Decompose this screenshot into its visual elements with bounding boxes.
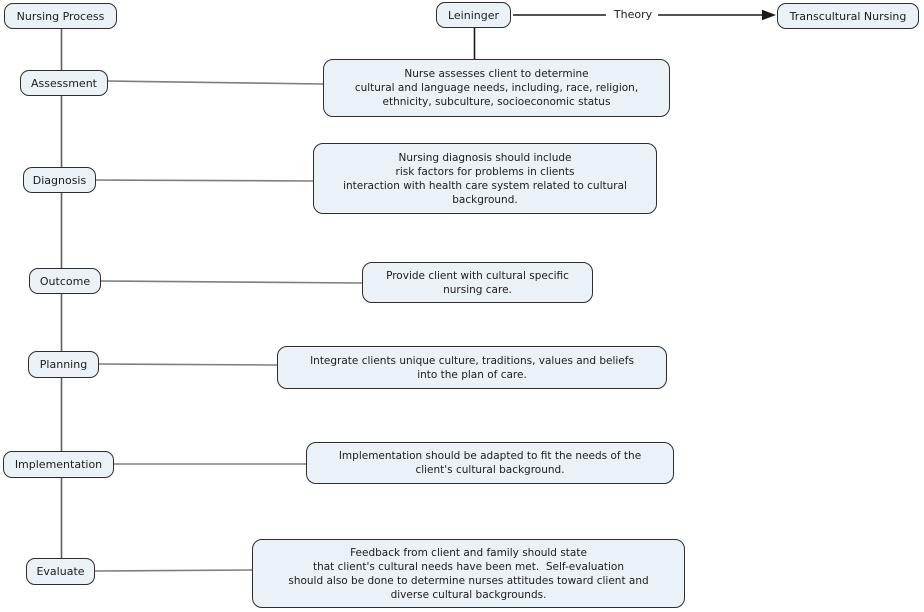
- node-assessment[interactable]: Assessment: [20, 70, 108, 96]
- node-leininger-label: Leininger: [447, 8, 500, 22]
- desc-node-implementation-text: Implementation should be adapted to fit …: [338, 450, 642, 476]
- desc-node-diagnosis[interactable]: Nursing diagnosis should include risk fa…: [313, 143, 657, 214]
- connector-outcome: [100, 280, 363, 284]
- node-evaluate[interactable]: Evaluate: [26, 558, 95, 585]
- desc-node-outcome-text: Provide client with cultural specific nu…: [386, 269, 569, 296]
- desc-node-implementation[interactable]: Implementation should be adapted to fit …: [306, 442, 674, 484]
- connector-diagnosis: [95, 179, 314, 182]
- desc-node-evaluate[interactable]: Feedback from client and family should s…: [252, 539, 685, 608]
- edge-label-theory: Theory: [606, 8, 660, 21]
- node-outcome[interactable]: Outcome: [29, 268, 101, 294]
- desc-node-evaluate-text: Feedback from client and family should s…: [288, 546, 649, 601]
- node-diagnosis-label: Diagnosis: [32, 173, 87, 187]
- node-implementation-label: Implementation: [14, 458, 103, 471]
- node-assessment-label: Assessment: [31, 76, 97, 90]
- node-transcultural-nursing-label: Transcultural Nursing: [789, 9, 907, 23]
- connector-assessment: [107, 80, 324, 85]
- node-leininger[interactable]: Leininger: [436, 2, 511, 28]
- desc-node-diagnosis-text: Nursing diagnosis should include risk fa…: [343, 151, 627, 206]
- node-planning[interactable]: Planning: [28, 351, 99, 378]
- node-nursing-process[interactable]: Nursing Process: [4, 3, 117, 29]
- desc-node-assessment[interactable]: Nurse assesses client to determine cultu…: [323, 59, 670, 117]
- desc-node-planning[interactable]: Integrate clients unique culture, tradit…: [277, 346, 667, 389]
- node-diagnosis[interactable]: Diagnosis: [23, 167, 96, 193]
- node-transcultural-nursing[interactable]: Transcultural Nursing: [777, 3, 919, 29]
- theory-arrowhead: [762, 9, 776, 21]
- node-nursing-process-label: Nursing Process: [16, 9, 105, 23]
- node-implementation[interactable]: Implementation: [3, 451, 114, 478]
- connector-evaluate: [94, 569, 253, 572]
- node-planning-label: Planning: [39, 358, 88, 371]
- desc-node-planning-text: Integrate clients unique culture, tradit…: [310, 354, 634, 381]
- edge-label-theory-text: Theory: [613, 8, 653, 21]
- node-outcome-label: Outcome: [39, 274, 91, 288]
- desc-node-outcome[interactable]: Provide client with cultural specific nu…: [362, 262, 593, 303]
- node-evaluate-label: Evaluate: [36, 565, 85, 578]
- desc-node-assessment-text: Nurse assesses client to determine cultu…: [354, 68, 639, 108]
- connector-planning: [98, 363, 278, 366]
